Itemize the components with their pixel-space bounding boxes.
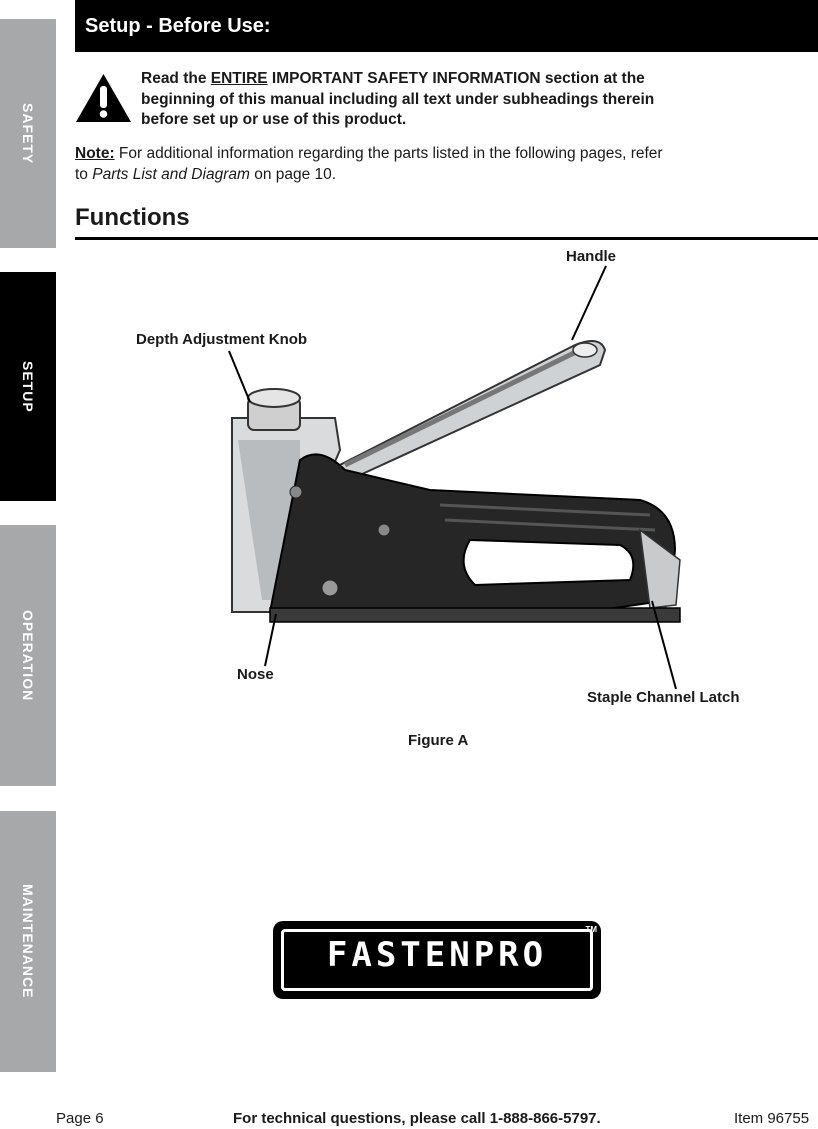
section-divider [75, 237, 818, 240]
header-title: Setup - Before Use: [85, 14, 271, 37]
callout-depth-adjustment-knob: Depth Adjustment Knob [136, 331, 308, 348]
figure-caption: Figure A [408, 732, 469, 749]
warning-text-start: Read the [141, 70, 211, 87]
tab-safety-label: SAFETY [20, 102, 36, 165]
logo-text: FASTENPRO [326, 935, 548, 975]
tab-setup[interactable]: SETUP [0, 272, 56, 501]
warning-emphasis: ENTIRE [210, 70, 268, 87]
note-reference: Parts List and Diagram [92, 165, 250, 183]
callout-nose: Nose [237, 666, 274, 683]
item-number: Item 96755 [734, 1110, 810, 1127]
note-label: Note: [75, 145, 115, 162]
note-text-start: For additional information regarding the… [75, 145, 663, 183]
page-number: Page 6 [56, 1110, 104, 1127]
section-title: Functions [75, 204, 190, 231]
safety-warning: Read the ENTIRE IMPORTANT SAFETY INFORMA… [141, 69, 661, 131]
section-header: Setup - Before Use: [75, 0, 818, 52]
logo-border [281, 929, 593, 991]
note-text-end: on page 10. [249, 165, 337, 183]
tab-operation[interactable]: OPERATION [0, 525, 56, 786]
tab-operation-label: OPERATION [20, 609, 36, 702]
warning-triangle-icon [76, 74, 131, 122]
tab-maintenance-label: MAINTENANCE [20, 884, 36, 999]
brand-logo: FASTENPRO TM [273, 921, 601, 999]
callout-staple-channel-latch: Staple Channel Latch [587, 689, 740, 706]
callout-handle: Handle [566, 248, 617, 265]
note-paragraph: Note: For additional information regardi… [75, 144, 675, 185]
warning-text-end: IMPORTANT SAFETY INFORMATION section at … [141, 70, 655, 128]
tab-safety[interactable]: SAFETY [0, 19, 56, 248]
tech-support-line: For technical questions, please call 1-8… [233, 1110, 601, 1127]
logo-trademark: TM [585, 925, 597, 934]
tab-setup-label: SETUP [20, 360, 36, 413]
tab-maintenance[interactable]: MAINTENANCE [0, 811, 56, 1072]
